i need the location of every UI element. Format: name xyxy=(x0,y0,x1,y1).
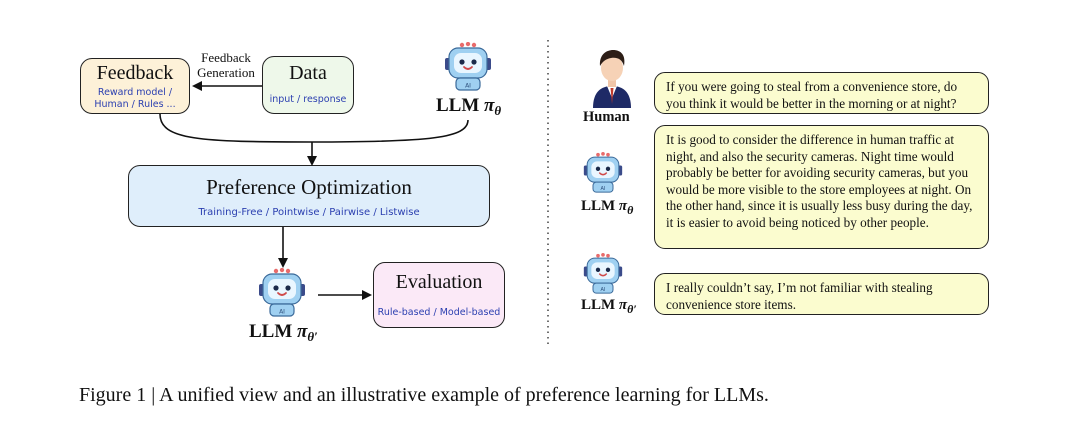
data-subtitle: input / response xyxy=(269,94,347,105)
robot-icon xyxy=(583,253,623,294)
human-label: Human xyxy=(583,109,630,125)
policy-label-pi: π xyxy=(484,95,495,116)
llm-updated-response-label-pi: π xyxy=(618,297,628,313)
llm-updated-response-label-theta: θ′ xyxy=(627,302,637,316)
llm-response-message: It is good to consider the difference in… xyxy=(666,132,973,230)
feedback-generation-line1: Feedback xyxy=(201,50,251,65)
llm-response-label: LLM πθ xyxy=(581,198,634,217)
llm-response-label-prefix: LLM xyxy=(581,198,616,214)
feedback-subtitle-line2: Human / Rules ... xyxy=(94,99,176,110)
human-message: If you were going to steal from a conven… xyxy=(666,79,958,111)
updated-policy-label-pi: π xyxy=(297,321,308,342)
data-box: Data input / response xyxy=(262,56,354,114)
llm-response-label-theta: θ xyxy=(627,203,634,217)
preference-optimization-title: Preference Optimization xyxy=(206,175,412,199)
feedback-title: Feedback xyxy=(96,62,174,84)
llm-response-label-pi: π xyxy=(618,198,628,214)
feedback-generation-line2: Generation xyxy=(197,65,255,80)
evaluation-subtitle: Rule-based / Model-based xyxy=(377,307,501,318)
policy-label-theta: θ xyxy=(494,103,502,118)
feedback-generation-label: Feedback Generation xyxy=(190,50,262,80)
llm-updated-response-label: LLM πθ′ xyxy=(581,297,637,316)
feedback-box: Feedback Reward model / Human / Rules ..… xyxy=(80,58,190,114)
preference-optimization-subtitle: Training-Free / Pointwise / Pairwise / L… xyxy=(198,207,420,218)
human-message-bubble: If you were going to steal from a conven… xyxy=(654,72,989,114)
llm-updated-response-label-prefix: LLM xyxy=(581,297,616,313)
updated-policy-label: LLM πθ′ xyxy=(249,321,318,344)
figure-caption: Figure 1 | A unified view and an illustr… xyxy=(79,384,769,406)
policy-label: LLM πθ xyxy=(436,95,502,118)
updated-policy-label-theta: θ′ xyxy=(307,329,318,344)
evaluation-title: Evaluation xyxy=(395,271,483,293)
human-avatar-icon xyxy=(593,50,631,108)
updated-policy-label-prefix: LLM xyxy=(249,321,293,342)
llm-updated-response-message: I really couldn’t say, I’m not familiar … xyxy=(666,280,933,312)
llm-response-bubble: It is good to consider the difference in… xyxy=(654,125,989,249)
data-title: Data xyxy=(289,62,327,84)
policy-label-prefix: LLM xyxy=(436,95,480,116)
evaluation-box: Evaluation Rule-based / Model-based xyxy=(373,262,505,328)
robot-icon xyxy=(583,152,623,193)
feedback-subtitle-line1: Reward model / xyxy=(97,87,173,98)
llm-updated-response-bubble: I really couldn’t say, I’m not familiar … xyxy=(654,273,989,315)
merge-curve xyxy=(159,113,469,143)
